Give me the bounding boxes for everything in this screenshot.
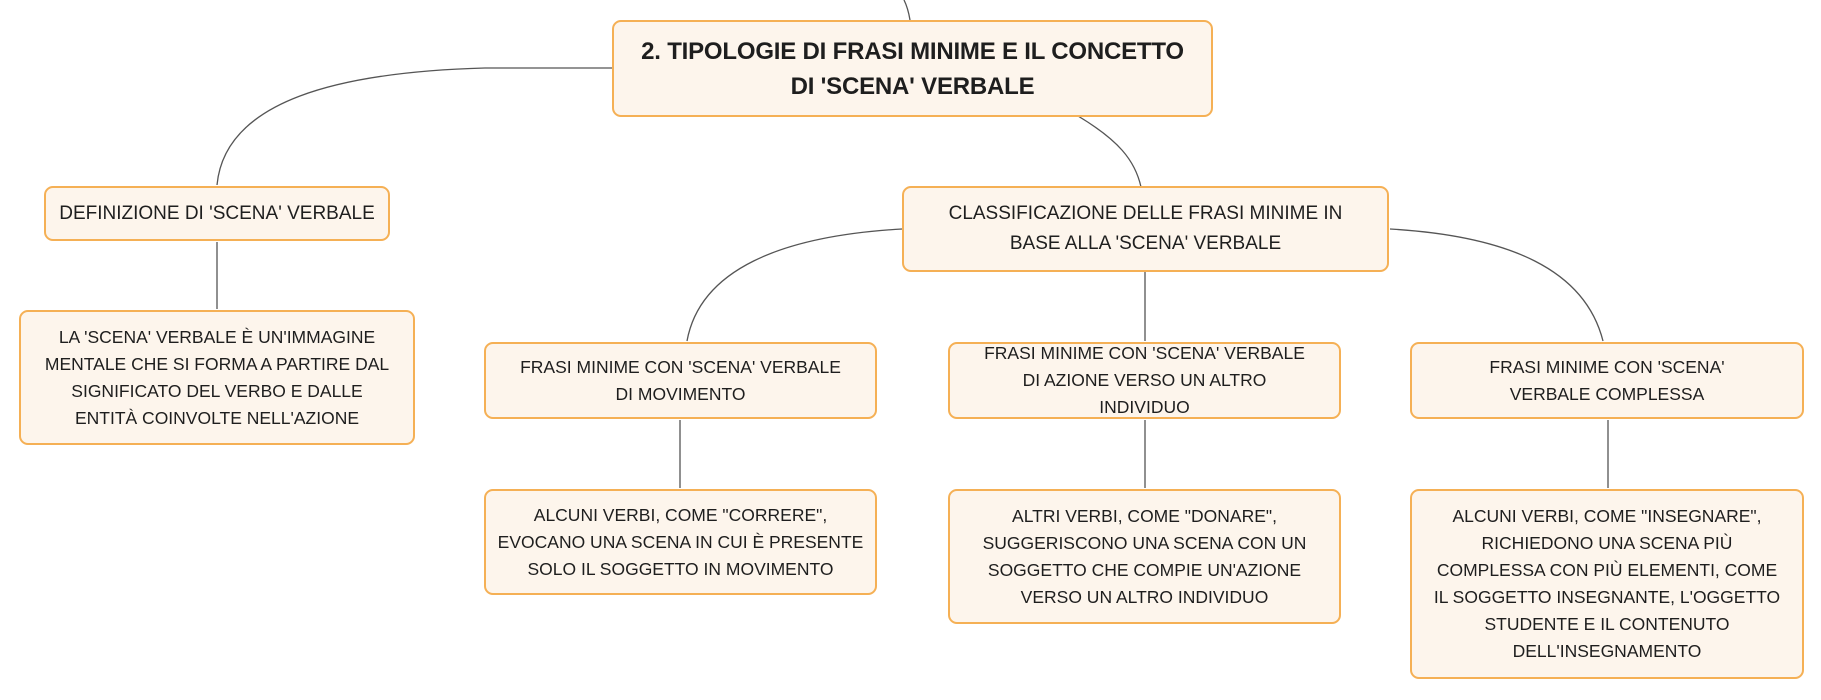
classification-label: CLASSIFICAZIONE DELLE FRASI MINIME IN BA… xyxy=(948,203,1343,254)
movimento-node[interactable]: FRASI MINIME CON 'SCENA' VERBALE DI MOVI… xyxy=(484,342,877,419)
azione-detail-text: ALTRI VERBI, COME "DONARE", SUGGERISCONO… xyxy=(982,505,1307,607)
movimento-detail-node[interactable]: ALCUNI VERBI, COME "CORRERE", EVOCANO UN… xyxy=(484,489,877,595)
complessa-node[interactable]: FRASI MINIME CON 'SCENA' VERBALE COMPLES… xyxy=(1410,342,1804,419)
definition-label: DEFINIZIONE DI 'SCENA' VERBALE xyxy=(59,202,375,224)
root-topic-label: 2. TIPOLOGIE DI FRASI MINIME E IL CONCET… xyxy=(641,37,1184,100)
classification-node[interactable]: CLASSIFICAZIONE DELLE FRASI MINIME IN BA… xyxy=(902,186,1389,272)
connector-classification-to-complessa xyxy=(1389,228,1604,342)
connector-root-to-definition xyxy=(216,67,612,186)
definition-node[interactable]: DEFINIZIONE DI 'SCENA' VERBALE xyxy=(44,186,390,241)
root-topic-node[interactable]: 2. TIPOLOGIE DI FRASI MINIME E IL CONCET… xyxy=(612,20,1213,117)
complessa-detail-text: ALCUNI VERBI, COME "INSEGNARE", RICHIEDO… xyxy=(1433,506,1781,661)
definition-detail-node[interactable]: LA 'SCENA' VERBALE È UN'IMMAGINE MENTALE… xyxy=(19,310,415,445)
movimento-detail-text: ALCUNI VERBI, COME "CORRERE", EVOCANO UN… xyxy=(497,504,864,579)
azione-label: FRASI MINIME CON 'SCENA' VERBALE DI AZIO… xyxy=(984,343,1305,417)
connector-classification-to-movimento xyxy=(686,228,903,342)
azione-detail-node[interactable]: ALTRI VERBI, COME "DONARE", SUGGERISCONO… xyxy=(948,489,1341,624)
connector-root-to-classification xyxy=(1077,115,1142,188)
azione-node[interactable]: FRASI MINIME CON 'SCENA' VERBALE DI AZIO… xyxy=(948,342,1341,419)
complessa-detail-node[interactable]: ALCUNI VERBI, COME "INSEGNARE", RICHIEDO… xyxy=(1410,489,1804,679)
connector-from-above xyxy=(903,0,911,21)
definition-detail-text: LA 'SCENA' VERBALE È UN'IMMAGINE MENTALE… xyxy=(44,326,390,428)
complessa-label: FRASI MINIME CON 'SCENA' VERBALE COMPLES… xyxy=(1489,356,1725,404)
movimento-label: FRASI MINIME CON 'SCENA' VERBALE DI MOVI… xyxy=(520,356,841,404)
